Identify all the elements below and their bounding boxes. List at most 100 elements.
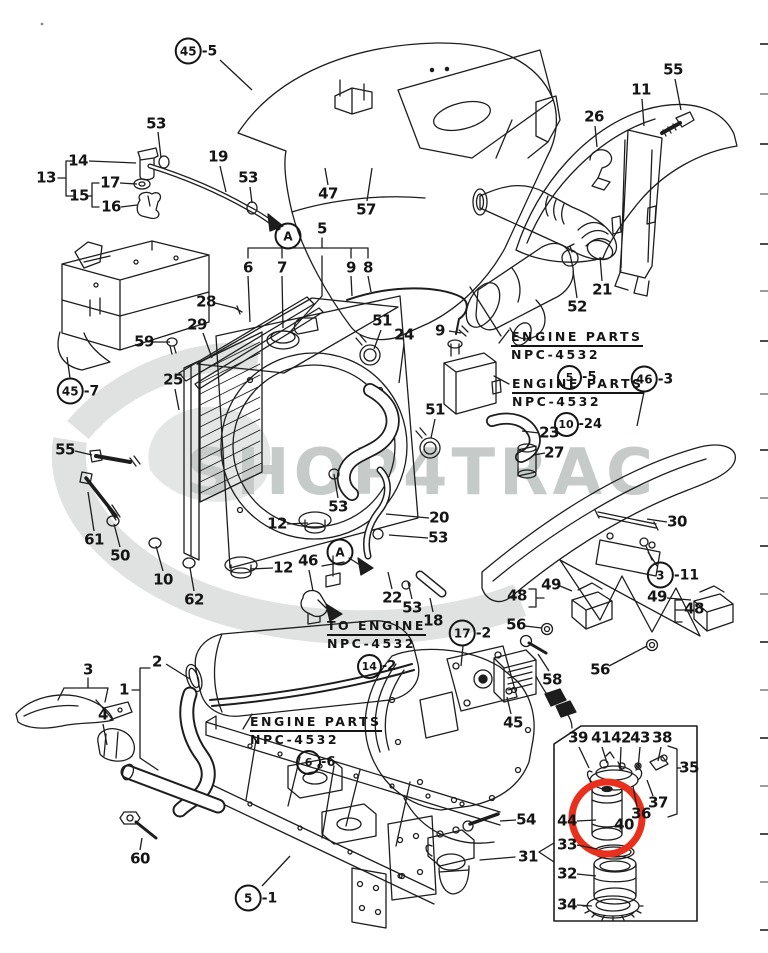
side-panel-and-fasteners (589, 111, 695, 297)
leader-line (324, 167, 329, 186)
part-callout-58: 58 (542, 670, 562, 689)
leader-line (388, 534, 429, 539)
leader-line (119, 182, 138, 185)
leader-line (576, 844, 598, 850)
part-callout-39: 39 (568, 728, 588, 747)
part-callout-61: 61 (84, 530, 104, 549)
part-callout-12: 12 (267, 514, 287, 533)
part-callout-57: 57 (356, 200, 376, 219)
leader-line (333, 473, 339, 499)
leader-line (165, 663, 191, 680)
leader-line (139, 837, 143, 851)
part-callout-10: 10 (153, 570, 173, 589)
part-callout-19: 19 (208, 147, 228, 166)
ruler-tick (760, 93, 768, 95)
ruler-tick (760, 785, 768, 787)
watermark-logo: SHOP4TRAC (51, 342, 653, 645)
ruler-tick (760, 929, 768, 931)
leader-line (249, 567, 274, 570)
part-callout-16: 16 (101, 197, 121, 216)
part-callout-22: 22 (382, 588, 402, 607)
leader-line (572, 270, 578, 299)
part-callout-11: 11 (631, 80, 651, 99)
callout-suffix: -2 (475, 625, 492, 641)
highlight-circle (568, 778, 646, 858)
ruler-tick (760, 593, 768, 595)
circled-callout-5-1: 5-1 (234, 884, 277, 912)
part-callout-55: 55 (55, 440, 75, 459)
leader-line (599, 256, 603, 282)
leader-line (308, 569, 314, 592)
part-callout-54: 54 (516, 810, 536, 829)
part-callout-34: 34 (557, 895, 577, 914)
air-duct-and-muffler (465, 184, 618, 346)
part-callout-12: 12 (273, 558, 293, 577)
part-callout-51: 51 (425, 400, 445, 419)
circled-callout-A: A (274, 222, 302, 250)
circled-number: 14 (356, 653, 382, 679)
leader-line (385, 513, 430, 519)
part-label-line: NPC-4532 (250, 732, 340, 748)
part-callout-49: 49 (647, 587, 667, 606)
callout-suffix: -11 (673, 567, 700, 583)
part-callout-47: 47 (318, 184, 338, 203)
part-callout-56: 56 (590, 660, 610, 679)
part-callout-43: 43 (630, 728, 650, 747)
leader-line (460, 645, 464, 667)
leader-line (350, 275, 353, 297)
circled-number: 17 (448, 619, 476, 647)
part-callout-46: 46 (298, 551, 318, 570)
chassis-frame (205, 715, 501, 929)
part-callout-38: 38 (652, 728, 672, 747)
ruler-tick (760, 43, 768, 45)
part-callout-14: 14 (68, 151, 88, 170)
leader-line (189, 567, 195, 592)
support-bracket-assembly (57, 240, 210, 371)
leader-line (601, 746, 608, 764)
leader-line (594, 125, 598, 148)
leader-line (261, 855, 291, 887)
leader-line (429, 597, 434, 613)
leader-line (155, 545, 164, 572)
leader-line (499, 819, 517, 822)
circled-callout-45-5: 45-5 (174, 37, 218, 65)
part-label-ref: 6-6 (250, 749, 382, 775)
leader-line (373, 329, 382, 350)
leader-line (576, 904, 593, 907)
part-callout-25: 25 (163, 370, 183, 389)
ruler-tick (760, 393, 768, 395)
leader-line (559, 585, 573, 592)
leader-line (576, 819, 597, 822)
leader-line (113, 523, 121, 548)
part-callout-35: 35 (679, 758, 699, 777)
callout-suffix: -24 (578, 416, 603, 432)
part-callout-53: 53 (238, 168, 258, 187)
part-callout-62: 62 (184, 590, 204, 609)
leader-line (619, 746, 622, 772)
callout-suffix: -5 (201, 43, 218, 59)
callout-suffix: -3 (657, 371, 674, 387)
leader-line (632, 785, 638, 808)
leader-line (521, 430, 540, 434)
part-callout-49: 49 (541, 575, 561, 594)
ruler-tick (760, 689, 768, 691)
part-callout-53: 53 (402, 598, 422, 617)
leader-line (637, 746, 641, 769)
part-callout-51: 51 (372, 311, 392, 330)
part-callout-60: 60 (130, 849, 150, 868)
part-label-line: ENGINE PARTS (511, 329, 643, 348)
mounting-bolts (79, 449, 196, 569)
leader-line (102, 723, 108, 746)
ruler-tick (760, 193, 768, 195)
relay-and-electrical-parts (493, 582, 734, 729)
part-callout-9: 9 (346, 258, 356, 277)
part-callout-28: 28 (196, 292, 216, 311)
circled-callout-46-3: 46-3 (630, 365, 674, 393)
ruler-tick (760, 243, 768, 245)
leader-line (387, 571, 393, 590)
leader-line (537, 653, 550, 672)
part-callout-15: 15 (69, 186, 89, 205)
